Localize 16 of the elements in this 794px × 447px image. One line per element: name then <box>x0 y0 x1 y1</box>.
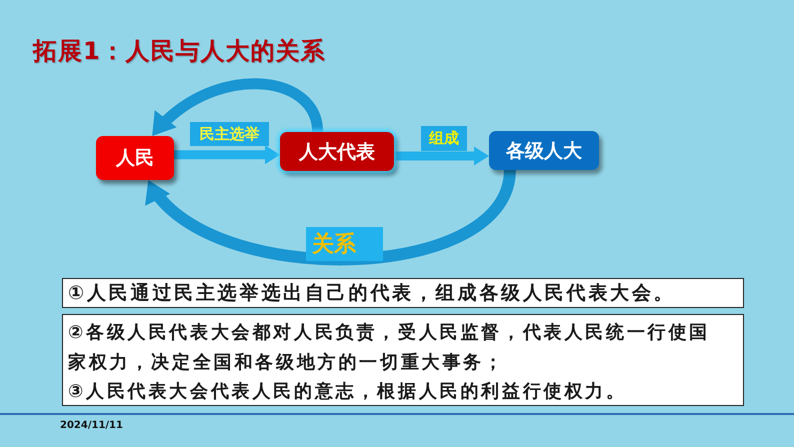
statement-text: ②各级人民代表大会都对人民负责，受人民监督，代表人民统一行使国家权力，决定全国和各级地方的一切重大事务； <box>68 321 712 374</box>
concept-box: 各级人大 <box>489 131 599 170</box>
date-text: 2024/11/11 <box>60 420 123 431</box>
statement-text: ③人民代表大会代表人民的意志，根据人民的利益行使权力。 <box>68 380 628 404</box>
arrow <box>143 168 516 266</box>
text-box <box>62 278 744 308</box>
edge-label: 民主选举 <box>190 122 269 146</box>
text-box <box>62 314 744 406</box>
edge-label: 关系 <box>306 227 383 261</box>
slide-title: 拓展1：人民与人大的关系 <box>33 36 326 67</box>
statement-text: ①人民通过民主选举选出自己的代表，组成各级人民代表大会。 <box>68 281 676 306</box>
edge-label: 组成 <box>421 126 467 151</box>
concept-box: 人民 <box>96 136 174 180</box>
arrow <box>174 145 280 164</box>
concept-box: 人大代表 <box>280 132 394 171</box>
arrow <box>394 146 489 166</box>
